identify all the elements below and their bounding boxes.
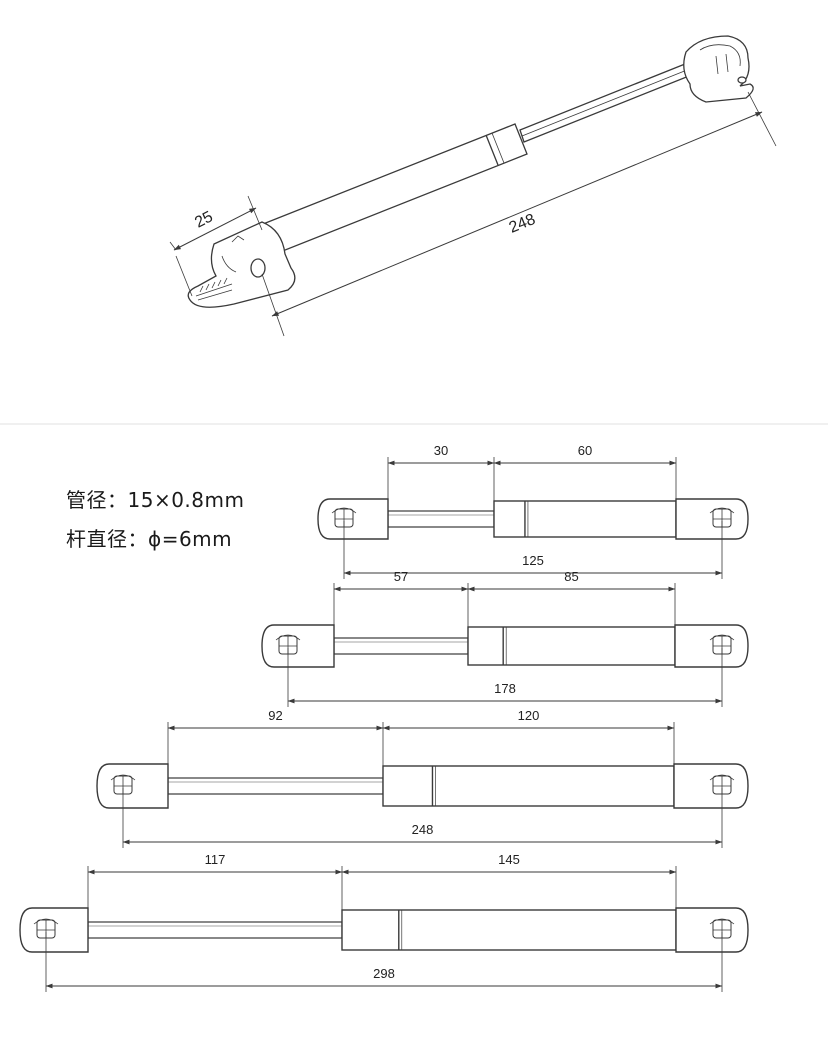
gas-spring-4: 117 145 298: [19, 852, 749, 992]
spring-tube: [493, 500, 677, 538]
tube-length-dim-label: 120: [518, 708, 540, 723]
total-length-dim-label: 248: [412, 822, 434, 837]
total-length-dim-label: 178: [494, 681, 516, 696]
iso-right-bracket: [683, 35, 754, 103]
rod-length-dim-label: 57: [394, 569, 408, 584]
spring-tube: [382, 765, 675, 807]
right-end-fitting: [674, 624, 749, 668]
iso-dim-short-label: 25: [192, 208, 216, 231]
tube-length-dim-label: 60: [578, 443, 592, 458]
spring-rod: [87, 921, 343, 939]
total-length-dim-label: 298: [373, 966, 395, 981]
tube-length-dim-label: 85: [564, 569, 578, 584]
right-end-fitting: [675, 498, 749, 540]
iso-dim-long-label: 248: [507, 211, 538, 237]
tube-diameter-spec: 管径：15×0.8mm: [66, 488, 245, 512]
left-end-fitting: [261, 624, 335, 668]
spring-tube: [341, 909, 677, 951]
spring-rod: [333, 637, 469, 655]
spring-tube: [467, 626, 676, 666]
total-length-dim-label: 125: [522, 553, 544, 568]
gas-spring-3: 92 120 248: [96, 708, 749, 848]
rod-length-dim-label: 92: [268, 708, 282, 723]
spring-rod: [387, 510, 495, 528]
iso-dim-25-line: [173, 207, 257, 251]
rod-length-dim-label: 30: [434, 443, 448, 458]
springs-group: 30 60 125 57 85 178 92 120 248 117 145 298: [19, 443, 749, 992]
gas-spring-2: 57 85 178: [261, 569, 749, 707]
right-end-fitting: [673, 763, 749, 809]
rod-diameter-spec: 杆直径：ϕ=6mm: [66, 527, 233, 551]
iso-dim-248-line: [271, 111, 763, 317]
gas-spring-1: 30 60 125: [317, 443, 749, 579]
isometric-view: [169, 35, 777, 337]
tube-length-dim-label: 145: [498, 852, 520, 867]
spring-rod: [167, 777, 384, 795]
rod-length-dim-label: 117: [205, 852, 226, 867]
iso-tube: [257, 123, 528, 257]
right-end-fitting: [675, 907, 749, 953]
